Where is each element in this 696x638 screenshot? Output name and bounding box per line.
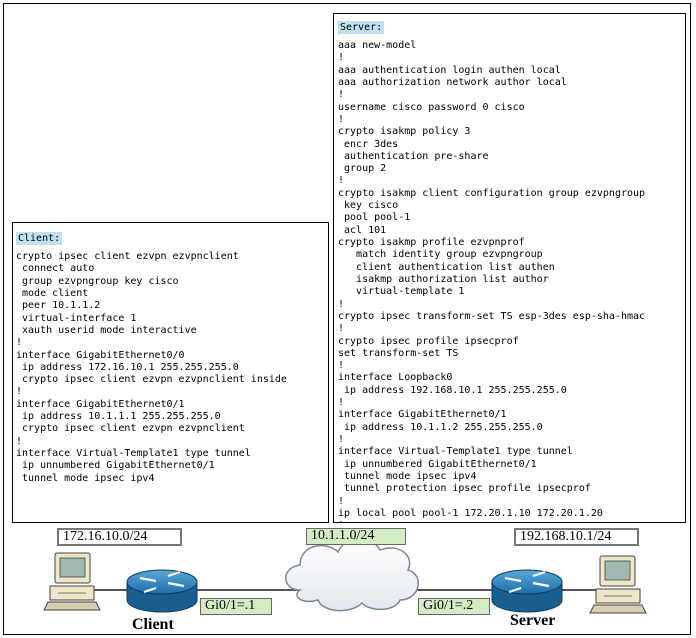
server-lan-subnet-label: 192.168.10.1/24: [514, 528, 639, 546]
server-router-icon: [491, 569, 563, 613]
client-interface-label: Gi0/1=.1: [200, 598, 272, 615]
client-config-title: Client:: [16, 232, 63, 245]
server-config-panel: Server: aaa new-model ! aaa authenticati…: [333, 13, 686, 523]
server-router-label: Server: [510, 612, 556, 629]
server-config-code: aaa new-model ! aaa authentication login…: [338, 40, 646, 522]
client-router-icon: [126, 569, 198, 613]
client-config-code: crypto ipsec client ezvpn ezvpnclient co…: [16, 251, 287, 484]
server-config-title: Server:: [338, 21, 385, 34]
client-pc-icon: [43, 552, 101, 611]
wan-cloud-icon: [285, 538, 419, 612]
server-pc-icon: [589, 555, 647, 614]
server-interface-label: Gi0/1=.2: [418, 598, 490, 615]
client-config-panel: Client: crypto ipsec client ezvpn ezvpnc…: [12, 222, 329, 523]
wan-subnet-label: 10.1.1.0/24: [306, 528, 406, 545]
client-lan-subnet-label: 172.16.10.0/24: [57, 528, 182, 546]
client-router-label: Client: [132, 616, 174, 633]
